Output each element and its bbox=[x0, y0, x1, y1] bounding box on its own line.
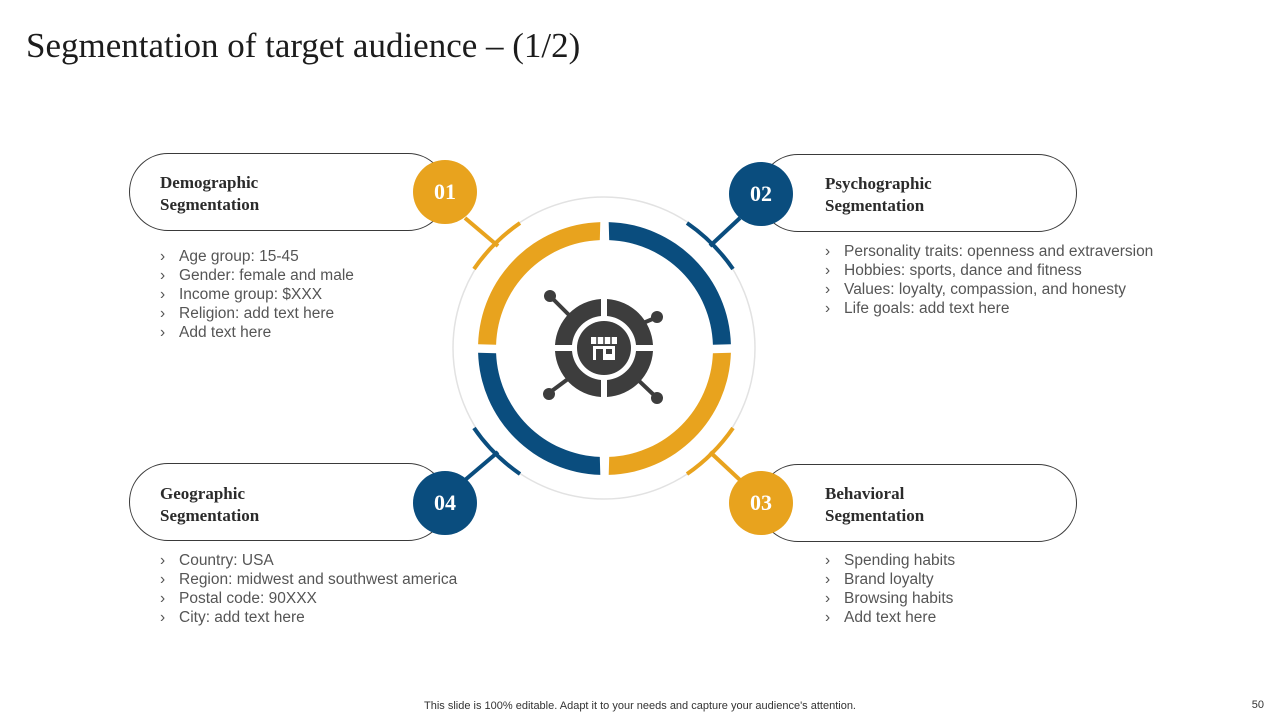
slide-title: Segmentation of target audience – (1/2) bbox=[26, 26, 581, 65]
bullet-item: › Values: loyalty, compassion, and honest… bbox=[825, 280, 1153, 299]
bullet-text: Gender: female and male bbox=[179, 267, 354, 284]
store-network-icon bbox=[543, 290, 663, 404]
segment-04-card bbox=[129, 463, 447, 541]
chevron-right-icon: › bbox=[825, 552, 831, 569]
segment-04-bullet-list: › Country: USA › Region: midwest and southw… bbox=[160, 551, 457, 627]
chevron-right-icon: › bbox=[160, 248, 166, 265]
chevron-right-icon: › bbox=[825, 262, 831, 279]
bullet-text: Life goals: add text here bbox=[844, 300, 1010, 317]
segment-03-card bbox=[759, 464, 1077, 542]
bullet-text: Region: midwest and southwest america bbox=[179, 571, 458, 588]
outer-ring bbox=[452, 196, 756, 500]
connector-02 bbox=[685, 216, 742, 271]
bullet-text: Browsing habits bbox=[844, 590, 954, 607]
chevron-right-icon: › bbox=[825, 281, 831, 298]
ring-segment-02 bbox=[608, 222, 731, 345]
segment-01-title: Demographic Segmentation bbox=[160, 172, 259, 216]
bullet-item: › City: add text here bbox=[160, 608, 457, 627]
bullet-item: › Browsing habits bbox=[825, 589, 955, 608]
bullet-item: › Religion: add text here bbox=[160, 304, 354, 323]
bullet-item: › Life goals: add text here bbox=[825, 299, 1153, 318]
bullet-text: Brand loyalty bbox=[844, 571, 934, 588]
segment-02-title-line2: Segmentation bbox=[825, 196, 925, 215]
bullet-text: Country: USA bbox=[179, 552, 274, 569]
bullet-item: › Personality traits: openness and extrav… bbox=[825, 242, 1153, 261]
connector-04 bbox=[463, 426, 522, 482]
chevron-right-icon: › bbox=[160, 305, 166, 322]
ring-segment-01 bbox=[478, 222, 601, 345]
bullet-item: › Postal code: 90XXX bbox=[160, 589, 457, 608]
bullet-item: › Gender: female and male bbox=[160, 266, 354, 285]
bullet-item: › Region: midwest and southwest america bbox=[160, 570, 457, 589]
bullet-text: Income group: $XXX bbox=[179, 286, 323, 303]
segment-01-card bbox=[129, 153, 447, 231]
ring-segment-03 bbox=[608, 352, 731, 475]
bullet-item: › Brand loyalty bbox=[825, 570, 955, 589]
segment-03-title-line1: Behavioral bbox=[825, 484, 905, 503]
segment-03-title: Behavioral Segmentation bbox=[825, 483, 924, 527]
segment-04-title-line1: Geographic bbox=[160, 484, 245, 503]
bullet-text: Add text here bbox=[844, 609, 937, 626]
bullet-text: Age group: 15-45 bbox=[179, 248, 299, 265]
chevron-right-icon: › bbox=[160, 324, 166, 341]
segment-03-number-badge: 03 bbox=[729, 471, 793, 535]
segment-04-title: Geographic Segmentation bbox=[160, 483, 259, 527]
bullet-item: › Spending habits bbox=[825, 551, 955, 570]
segment-04-title-line2: Segmentation bbox=[160, 506, 260, 525]
chevron-right-icon: › bbox=[825, 609, 831, 626]
connector-03 bbox=[685, 426, 742, 482]
connector-01 bbox=[463, 216, 522, 271]
segment-04-number-badge: 04 bbox=[413, 471, 477, 535]
segment-02-number-badge: 02 bbox=[729, 162, 793, 226]
slide-footer-note: This slide is 100% editable. Adapt it to… bbox=[424, 700, 856, 712]
bullet-text: Hobbies: sports, dance and fitness bbox=[844, 262, 1082, 279]
segment-02-card bbox=[759, 154, 1077, 232]
chevron-right-icon: › bbox=[160, 571, 166, 588]
ring-segment-04 bbox=[478, 352, 601, 475]
chevron-right-icon: › bbox=[160, 267, 166, 284]
bullet-text: Add text here bbox=[179, 324, 272, 341]
chevron-right-icon: › bbox=[825, 300, 831, 317]
segment-03-bullet-list: › Spending habits › Brand loyalty › Browsing … bbox=[825, 551, 955, 627]
bullet-text: City: add text here bbox=[179, 609, 305, 626]
bullet-text: Personality traits: openness and extrave… bbox=[844, 243, 1154, 260]
chevron-right-icon: › bbox=[825, 590, 831, 607]
bullet-text: Postal code: 90XXX bbox=[179, 590, 317, 607]
bullet-text: Values: loyalty, compassion, and honesty bbox=[844, 281, 1127, 298]
chevron-right-icon: › bbox=[160, 609, 166, 626]
bullet-item: › Add text here bbox=[160, 323, 354, 342]
chevron-right-icon: › bbox=[160, 590, 166, 607]
segment-02-title-line1: Psychographic bbox=[825, 174, 932, 193]
bullet-item: › Age group: 15-45 bbox=[160, 247, 354, 266]
segment-02-title: Psychographic Segmentation bbox=[825, 173, 932, 217]
segment-01-bullet-list: › Age group: 15-45 › Gender: female and mal… bbox=[160, 247, 354, 342]
bullet-item: › Add text here bbox=[825, 608, 955, 627]
segment-01-title-line1: Demographic bbox=[160, 173, 259, 192]
bullet-text: Religion: add text here bbox=[179, 305, 335, 322]
segment-03-title-line2: Segmentation bbox=[825, 506, 925, 525]
segment-02-bullet-list: › Personality traits: openness and extrav… bbox=[825, 242, 1153, 318]
chevron-right-icon: › bbox=[160, 286, 166, 303]
chevron-right-icon: › bbox=[825, 571, 831, 588]
chevron-right-icon: › bbox=[160, 552, 166, 569]
segment-01-number-badge: 01 bbox=[413, 160, 477, 224]
segment-01-title-line2: Segmentation bbox=[160, 195, 260, 214]
bullet-text: Spending habits bbox=[844, 552, 956, 569]
chevron-right-icon: › bbox=[825, 243, 831, 260]
bullet-item: › Hobbies: sports, dance and fitness bbox=[825, 261, 1153, 280]
page-number: 50 bbox=[1251, 699, 1264, 711]
bullet-item: › Country: USA bbox=[160, 551, 457, 570]
bullet-item: › Income group: $XXX bbox=[160, 285, 354, 304]
